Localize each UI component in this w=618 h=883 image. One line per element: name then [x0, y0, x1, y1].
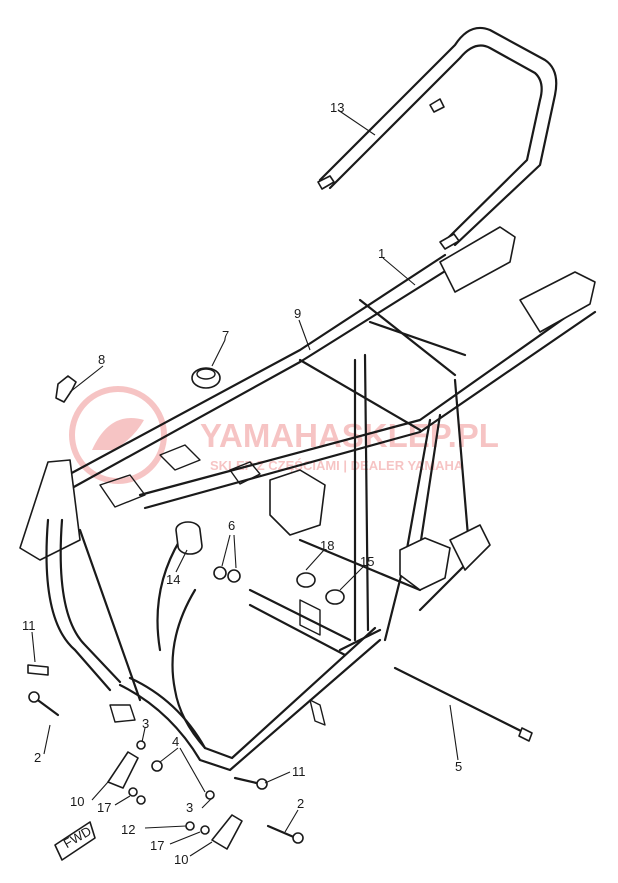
callout-1: 1 — [378, 246, 385, 261]
bolt-2-left — [28, 691, 60, 717]
watermark-logo-mark — [92, 418, 144, 450]
bolt-5 — [393, 666, 533, 742]
callout-11-right: 11 — [292, 764, 306, 779]
main-frame — [19, 226, 597, 772]
part-15 — [325, 589, 345, 605]
watermark-title: YAMAHASKLEP.PL — [200, 417, 499, 454]
callout-14: 14 — [166, 572, 180, 587]
watermark-logo — [69, 386, 167, 484]
fwd-arrow: FWD — [54, 821, 96, 861]
callout-13: 13 — [330, 100, 344, 115]
callout-9: 9 — [294, 306, 301, 321]
callout-10-lower: 10 — [174, 852, 188, 867]
bolt-2-right — [266, 824, 304, 844]
callout-3-upper: 3 — [142, 716, 149, 731]
watermark: YAMAHASKLEP.PL SKLEP Z CZĘŚCIAMI | DEALE… — [69, 386, 499, 484]
callout-10-upper: 10 — [70, 794, 84, 809]
callout-17-lower: 17 — [150, 838, 164, 853]
watermark-subtitle: SKLEP Z CZĘŚCIAMI | DEALER YAMAHA — [210, 458, 464, 473]
nuts-6 — [213, 566, 241, 583]
small-hardware — [128, 740, 215, 835]
bolt-11-right — [233, 776, 268, 790]
callout-18: 18 — [320, 538, 334, 553]
callout-6: 6 — [228, 518, 235, 533]
grab-handle — [317, 26, 558, 250]
part-18 — [296, 572, 316, 588]
bolt-11-left — [27, 664, 49, 676]
callout-17-upper: 17 — [97, 800, 111, 815]
leader-lines — [31, 109, 459, 857]
callout-11-left: 11 — [22, 618, 36, 633]
callout-5: 5 — [455, 759, 462, 774]
grommet-7 — [191, 367, 221, 389]
callout-3-lower: 3 — [186, 800, 193, 815]
callout-2-right: 2 — [297, 796, 304, 811]
callouts: 13 1 9 7 8 6 18 15 14 5 11 11 2 2 3 3 4 … — [22, 100, 462, 867]
bracket-10-lower — [211, 814, 243, 850]
callout-12: 12 — [121, 822, 135, 837]
bracket-10-upper — [107, 751, 139, 789]
bushing-14 — [175, 521, 203, 555]
callout-7: 7 — [222, 328, 229, 343]
callout-15: 15 — [360, 554, 374, 569]
callout-2-left: 2 — [34, 750, 41, 765]
callout-8: 8 — [98, 352, 105, 367]
callout-4: 4 — [172, 734, 179, 749]
